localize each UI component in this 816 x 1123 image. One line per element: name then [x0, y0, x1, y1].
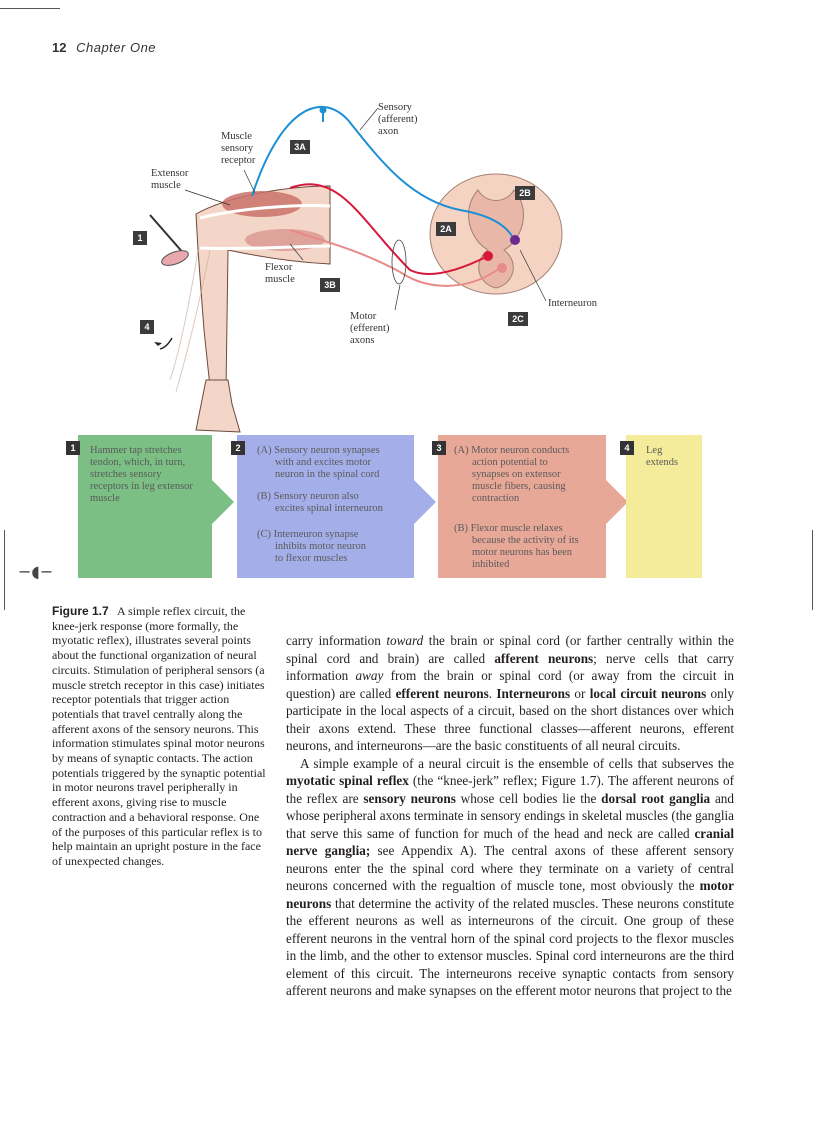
tag-2c: 2C — [508, 312, 528, 326]
extensor-muscle-shape — [222, 191, 302, 217]
tag-2a: 2A — [436, 222, 456, 236]
top-rule — [0, 8, 60, 9]
chapter-title: Chapter One — [76, 40, 157, 55]
flexor-motor-axon-path — [289, 229, 501, 287]
step-number: 1 — [66, 441, 80, 455]
margin-rule-left — [4, 530, 5, 610]
tag-3a: 3A — [290, 140, 310, 154]
text-run: ; nerve cells that carry information — [286, 650, 734, 684]
step-number: 3 — [432, 441, 446, 455]
margin-rule-right — [812, 530, 813, 610]
flow-arrow-icon — [212, 480, 234, 524]
bold-term: cranial nerve ganglia; — [286, 825, 734, 859]
flexor-motor-neuron-icon — [497, 263, 507, 273]
caption-text: A simple reflex circuit, the knee-jerk r… — [52, 604, 266, 868]
text-run: from the brain or spinal cord (or away f… — [286, 668, 734, 701]
text-run: A simple example of a neural circuit is … — [300, 755, 734, 771]
reflex-hammer-icon — [149, 214, 189, 266]
tag-step-1: 1 — [133, 231, 147, 245]
body-text: carry information toward the brain or sp… — [286, 632, 734, 1000]
text-run: or — [570, 685, 590, 701]
bold-term: local circuit neurons — [589, 685, 707, 701]
page-number: 12 — [52, 40, 67, 55]
figure-label: Figure 1.7 — [52, 604, 109, 618]
step-number: 4 — [620, 441, 634, 455]
running-head: 12 Chapter One — [52, 40, 156, 55]
italic-term: toward — [386, 633, 424, 648]
italic-term: away — [355, 668, 384, 683]
text-run: . — [488, 685, 497, 701]
text-run: whose cell bodies lie the — [455, 790, 602, 806]
bold-term: efferent neurons — [395, 685, 489, 701]
bold-term: myotatic spinal reflex — [286, 773, 409, 788]
text-run: that determine the activity of the relat… — [286, 895, 734, 999]
bold-term: dorsal root ganglia — [601, 790, 711, 806]
tag-3b: 3B — [320, 278, 340, 292]
bold-term: motor neurons — [286, 878, 734, 911]
text-run: and whose peripheral axons terminate in … — [286, 790, 734, 841]
label-sensory-afferent-axon: Sensory(afferent)axon — [378, 102, 418, 137]
label-motor-efferent-axons: Motor(efferent)axons — [350, 311, 390, 346]
extensor-motor-axon-path — [289, 183, 489, 276]
figure-caption: Figure 1.7 A simple reflex circuit, the … — [52, 604, 272, 869]
text-run: carry information — [286, 633, 387, 648]
paragraph: A simple example of a neural circuit is … — [286, 755, 734, 1000]
tag-step-4: 4 — [140, 320, 154, 334]
text-run: see Appendix A). The central axons of th… — [286, 843, 734, 893]
interneuron-icon — [510, 235, 520, 245]
label-interneuron: Interneuron — [548, 298, 597, 309]
registration-mark-icon: −◖− — [18, 562, 54, 581]
step-number: 2 — [231, 441, 245, 455]
text-run: only participate in the local aspects of… — [286, 685, 734, 754]
bold-term: afferent neurons — [494, 650, 594, 666]
sensory-axon-path — [251, 105, 513, 237]
flow-arrow-icon — [606, 480, 628, 524]
reflex-circuit-illustration — [149, 105, 563, 433]
extensor-motor-neuron-icon — [483, 251, 493, 261]
bold-term: sensory neurons — [363, 790, 456, 806]
flow-arrow-icon — [414, 480, 436, 524]
tag-2b: 2B — [515, 186, 535, 200]
text-run: (the “knee-jerk” reflex; Figure 1.7). Th… — [286, 773, 734, 806]
leg-extension-arrow-icon — [159, 337, 173, 350]
leg-drawing — [169, 185, 331, 433]
paragraph: carry information toward the brain or sp… — [286, 632, 734, 755]
text-run: the brain or spinal cord (or farther cen… — [286, 633, 734, 666]
bold-term: Interneurons — [496, 685, 571, 701]
